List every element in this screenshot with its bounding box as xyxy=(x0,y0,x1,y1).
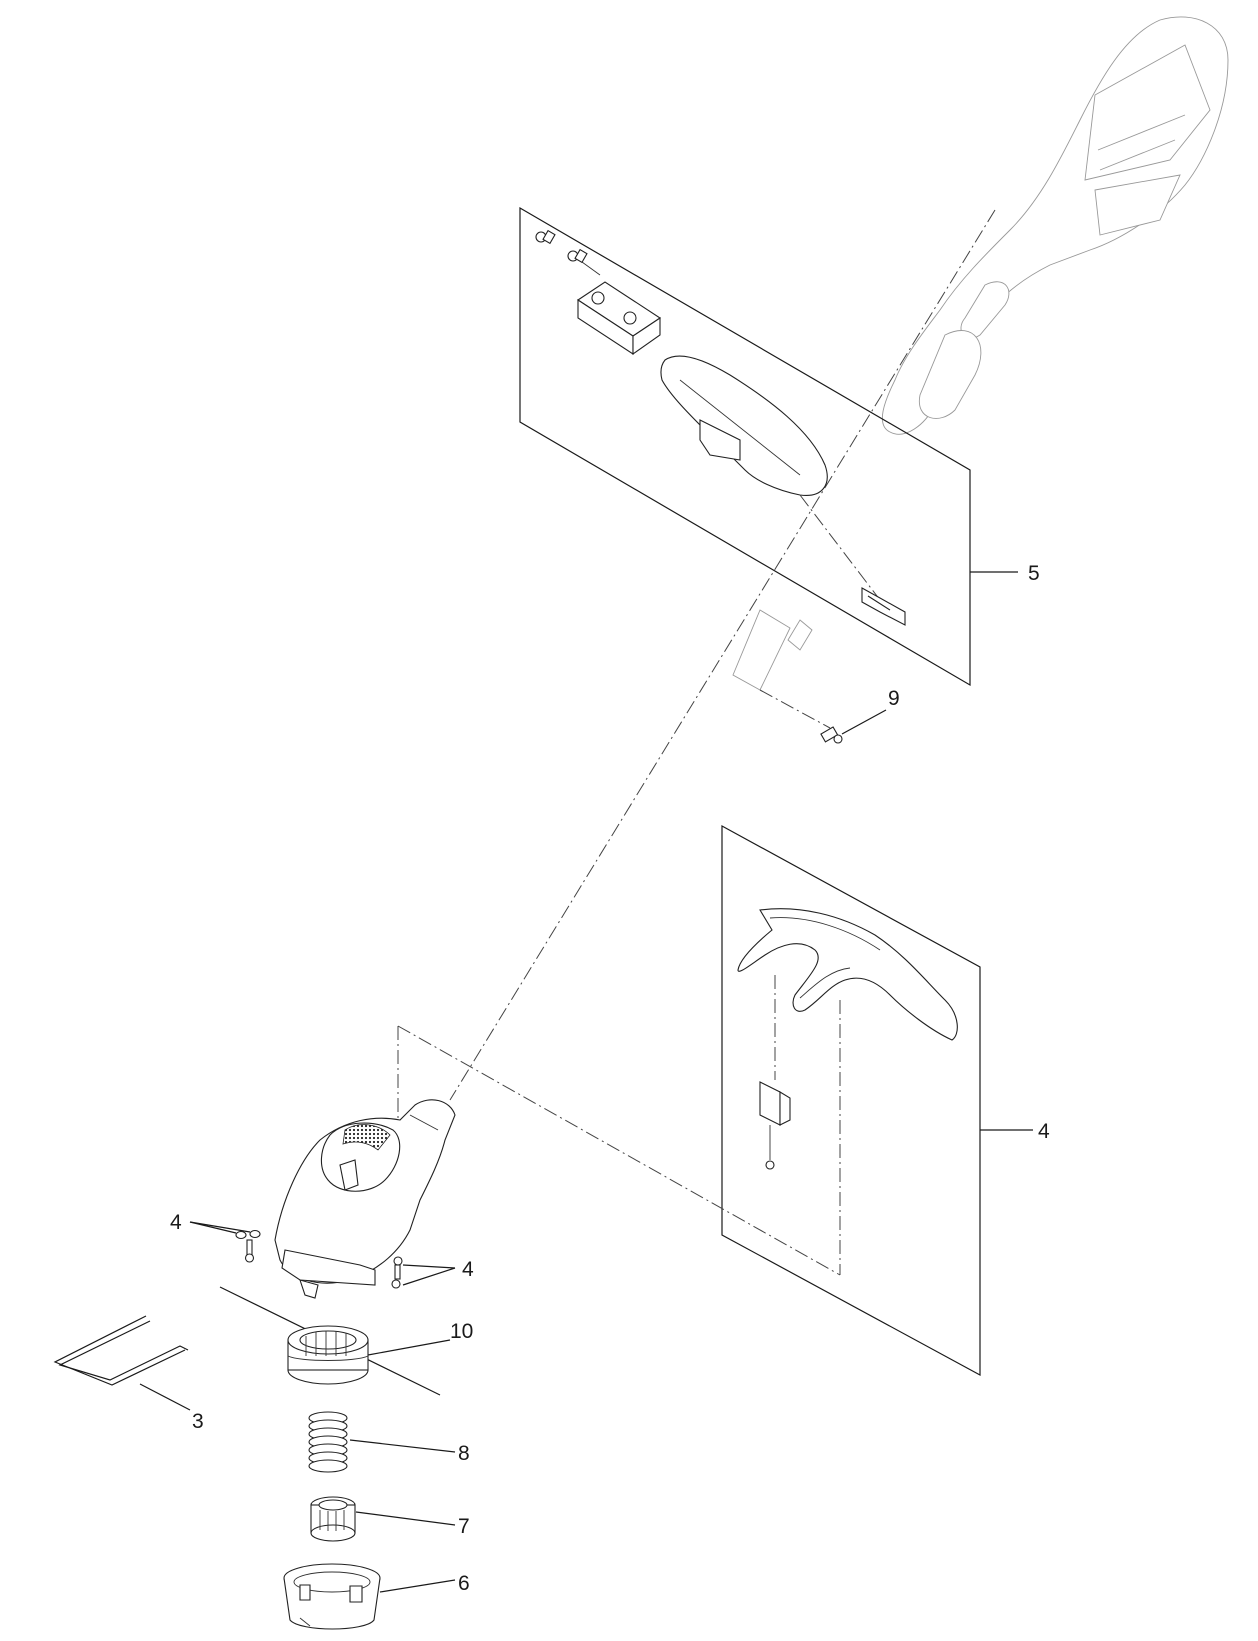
callout-3: 3 xyxy=(192,1410,204,1433)
spool-spring xyxy=(308,1411,348,1473)
spool-cap xyxy=(283,1563,381,1630)
callout-9: 9 xyxy=(888,687,900,710)
callout-10: 10 xyxy=(450,1320,473,1343)
callout-8: 8 xyxy=(458,1442,470,1465)
spool-adapter xyxy=(310,1496,356,1542)
assist-handle xyxy=(660,355,828,496)
panel-guard: 4 xyxy=(721,824,1050,1377)
panel-handle-kit: 5 xyxy=(519,206,1040,687)
guard-screw xyxy=(765,1125,775,1170)
callout-4-screws: 4 xyxy=(462,1258,474,1281)
line-loop-clip xyxy=(53,1315,189,1386)
guard-bracket xyxy=(759,1081,791,1126)
housing-screws xyxy=(391,1256,403,1289)
handle-bracket xyxy=(861,587,906,626)
shaft-screw: 9 xyxy=(820,687,900,744)
handle-bolt xyxy=(535,229,588,264)
motor-housing xyxy=(881,16,1229,435)
callout-6: 6 xyxy=(458,1572,470,1595)
callout-5: 5 xyxy=(1028,562,1040,585)
shaft xyxy=(449,209,996,1101)
spool-ribs xyxy=(305,1331,347,1356)
callout-4: 4 xyxy=(1038,1120,1050,1143)
handle-clamp-block xyxy=(577,281,661,356)
cutting-head-housing xyxy=(274,1099,456,1299)
trimmer-guard xyxy=(737,908,958,1041)
callout-4-washers: 4 xyxy=(170,1211,182,1234)
callout-7: 7 xyxy=(458,1515,470,1538)
line-spool xyxy=(219,1286,441,1396)
washer-pair xyxy=(235,1229,261,1263)
